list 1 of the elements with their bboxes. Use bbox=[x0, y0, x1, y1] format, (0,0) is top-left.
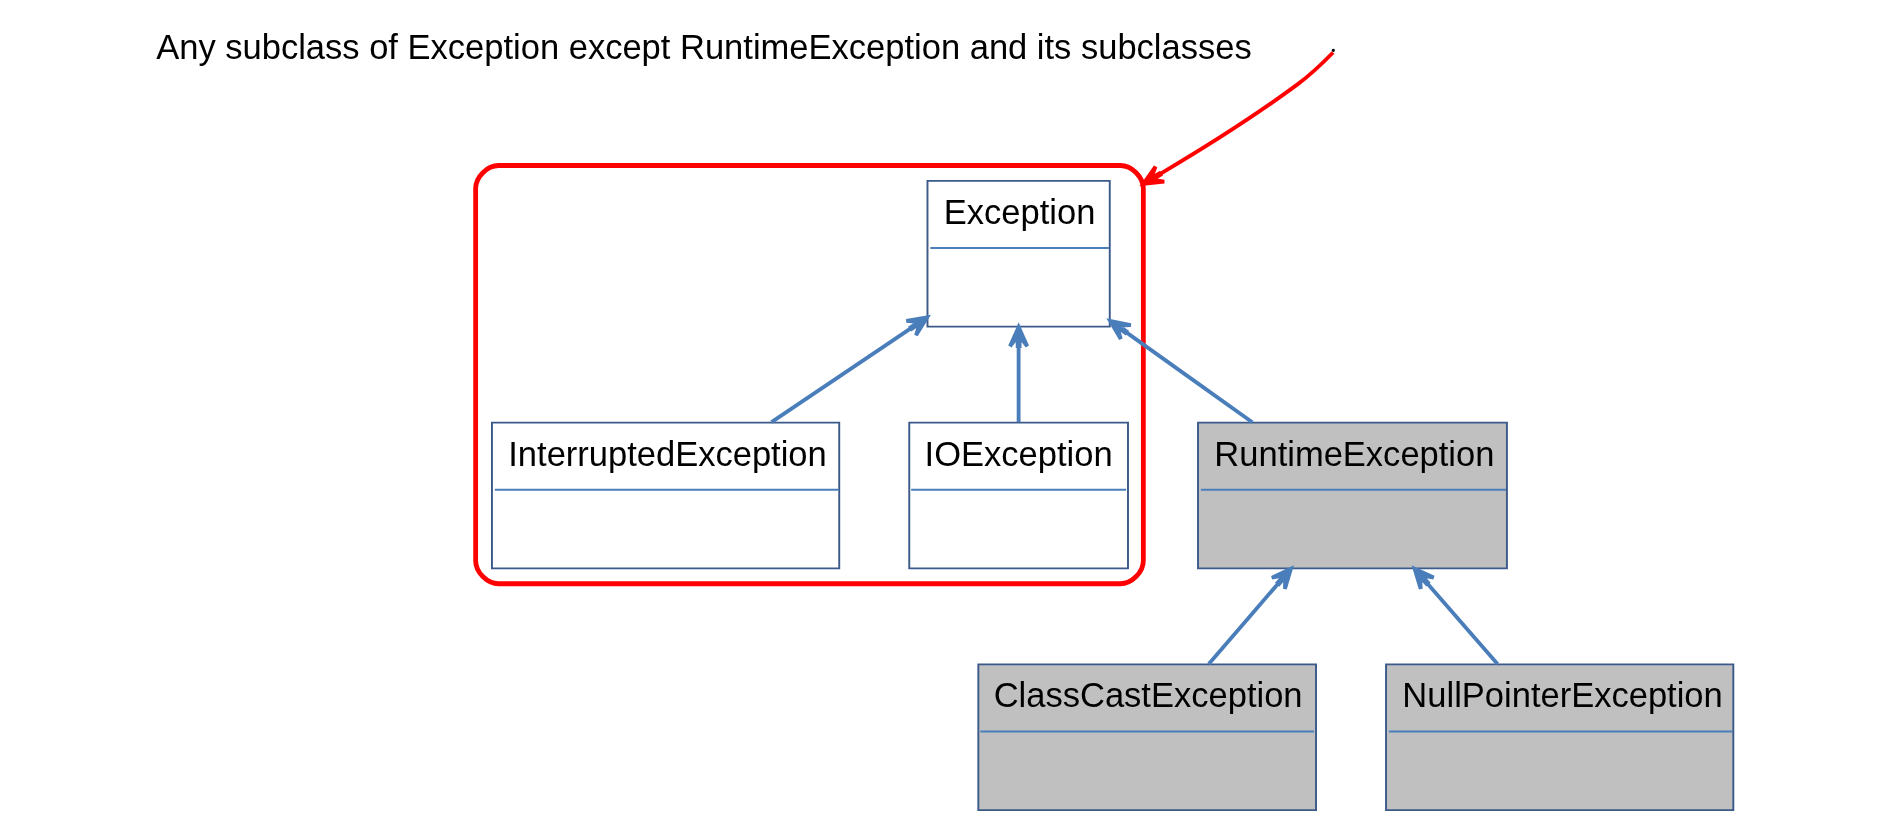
node-label: Any subclass of Exception except RuntimeException and its subclasses bbox=[155, 27, 1252, 66]
